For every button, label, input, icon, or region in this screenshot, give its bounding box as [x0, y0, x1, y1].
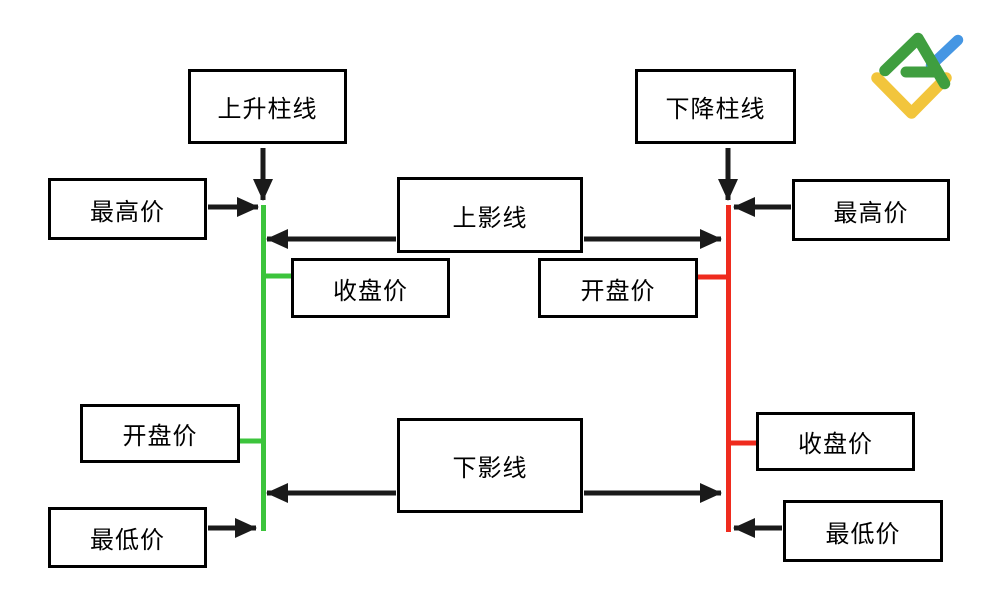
- label-box-low-price-left: 最低价: [48, 507, 207, 568]
- arrow-group: [208, 148, 791, 538]
- label-box-rising-bar: 上升柱线: [188, 69, 347, 144]
- label-box-high-price-left: 最高价: [48, 178, 207, 240]
- label-box-low-price-right: 最低价: [783, 500, 943, 562]
- label-box-falling-bar: 下降柱线: [635, 69, 796, 144]
- label-box-high-price-right: 最高价: [792, 179, 950, 241]
- label-box-close-price-left: 收盘价: [291, 258, 450, 318]
- label-box-lower-shadow: 下影线: [397, 418, 583, 513]
- label-box-open-price-left: 开盘价: [80, 404, 240, 463]
- label-box-open-price-right: 开盘价: [538, 258, 698, 318]
- label-box-upper-shadow: 上影线: [397, 177, 583, 253]
- label-box-close-price-right: 收盘价: [756, 412, 915, 471]
- broker-logo: [871, 32, 964, 119]
- logo-yellow-check: [871, 72, 952, 119]
